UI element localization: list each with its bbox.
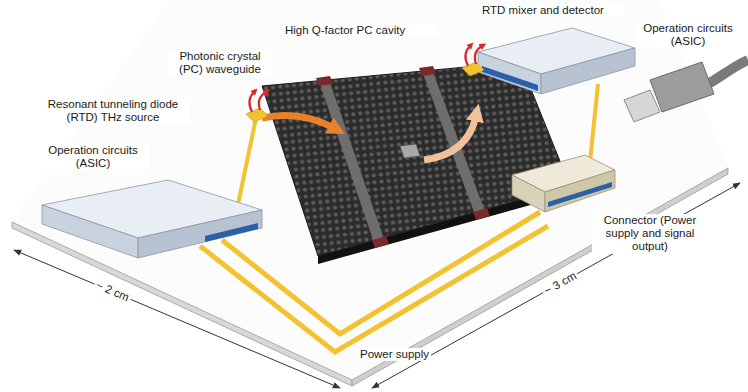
waveguide-band: [319, 80, 384, 241]
asic-box: [42, 205, 138, 258]
usb-plug: [650, 62, 714, 112]
waveguide-pad: [316, 76, 333, 86]
usb-cable: [708, 60, 748, 84]
rtd-source: [246, 108, 268, 122]
signal-trace: [590, 84, 598, 162]
part-label: Photonic crystal (PC) waveguide: [168, 50, 272, 76]
asic-pins: [482, 66, 538, 91]
rtd-mixer: [462, 62, 484, 76]
emission-symbol: [475, 46, 482, 64]
part-label: Connector (Power supply and signal outpu…: [592, 214, 708, 254]
connector-box: [512, 175, 545, 212]
waveguide-band: [422, 70, 484, 212]
part-label: Operation circuits (ASIC): [636, 22, 740, 48]
emission-symbol: [465, 46, 470, 66]
asic-box: [541, 48, 635, 94]
dimension-line: [14, 250, 340, 388]
part-label: RTD mixer and detector: [480, 4, 624, 17]
photonic-crystal-slab: [262, 62, 570, 256]
connector-pins: [548, 182, 612, 207]
usb-plug-tip: [624, 90, 660, 122]
circuit-board: [12, 0, 728, 380]
part-label: Power supply: [358, 348, 431, 361]
part-label: Resonant tunneling diode (RTD) THz sourc…: [36, 98, 190, 124]
signal-trace: [236, 118, 256, 214]
connector-box: [545, 170, 615, 212]
part-label: Operation circuits (ASIC): [36, 144, 150, 170]
asic-box: [478, 52, 541, 94]
power-trace: [200, 226, 548, 352]
dimension-label: ~ 2 cm: [91, 277, 132, 304]
waveguide-pad: [419, 66, 436, 76]
emission-symbol: [259, 92, 266, 110]
asic-box: [138, 210, 262, 258]
thz-wave-arrow: [262, 116, 334, 128]
part-label: High Q-factor PC cavity: [283, 24, 437, 37]
waveguide-pad: [372, 236, 389, 248]
waveguide-pad: [473, 208, 490, 220]
emission-symbol: [249, 92, 254, 112]
pc-cavity: [400, 144, 420, 158]
asic-pins: [205, 223, 258, 242]
thz-wave-arrow: [424, 116, 476, 160]
